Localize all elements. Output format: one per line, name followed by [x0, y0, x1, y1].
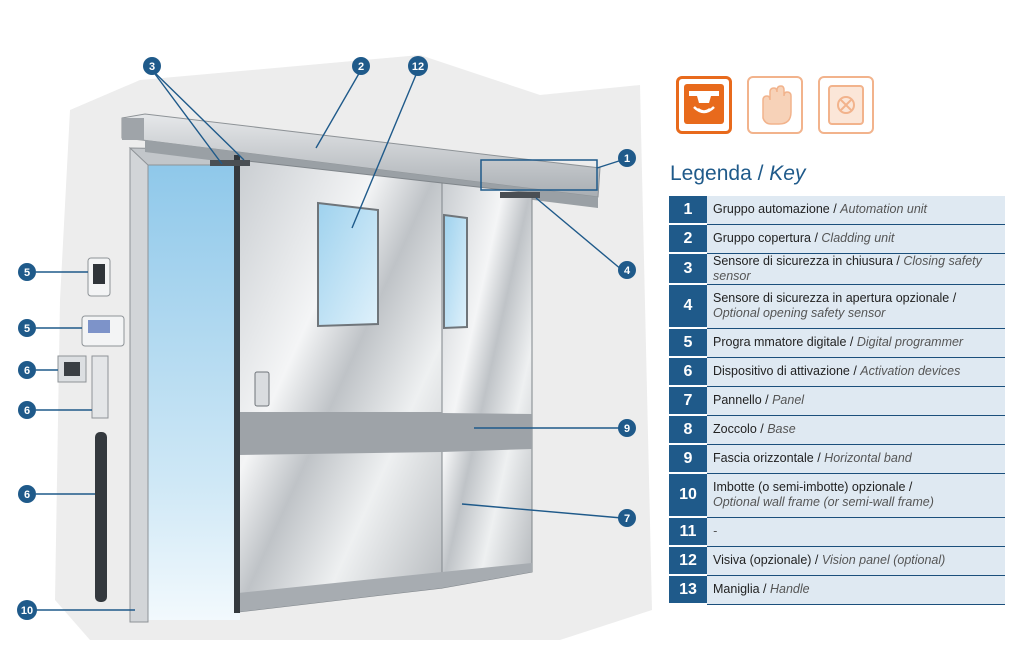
svg-text:5: 5 [24, 267, 30, 279]
callout-6c: 6 [18, 485, 36, 503]
svg-text:7: 7 [624, 513, 630, 525]
svg-text:6: 6 [24, 365, 30, 377]
svg-text:1: 1 [624, 153, 630, 165]
left-door-frame [129, 147, 149, 623]
callout-6b: 6 [18, 401, 36, 419]
svg-text:5: 5 [24, 323, 30, 335]
safe-lock-icon [818, 76, 874, 134]
presence-sensor-icon [676, 76, 732, 134]
callout-12: 12 [408, 56, 428, 76]
svg-text:6: 6 [24, 405, 30, 417]
svg-text:4: 4 [624, 265, 631, 277]
door-base [238, 572, 442, 612]
door-handle [254, 371, 270, 407]
callout-10: 10 [17, 600, 37, 620]
activation-button-tall [91, 355, 109, 419]
legend-row: 11- [669, 517, 1005, 547]
closing-sensor [210, 160, 250, 166]
callout-5a: 5 [18, 263, 36, 281]
svg-text:2: 2 [358, 61, 364, 73]
callout-5b: 5 [18, 319, 36, 337]
legend-title: Legenda / Key [670, 162, 806, 185]
svg-text:10: 10 [21, 605, 33, 617]
vision-panel [317, 201, 379, 328]
leader-lines [36, 69, 623, 611]
hand-touch-icon [747, 76, 803, 134]
callout-2: 2 [352, 57, 370, 75]
callout-3: 3 [143, 57, 161, 75]
callout-1: 1 [618, 149, 636, 167]
callout-9: 9 [618, 419, 636, 437]
svg-text:6: 6 [24, 489, 30, 501]
callout-7: 7 [618, 509, 636, 527]
callout-4: 4 [618, 261, 636, 279]
svg-text:3: 3 [149, 61, 155, 73]
svg-text:9: 9 [624, 423, 630, 435]
automation-unit-box [480, 159, 598, 191]
opening-sensor [500, 192, 540, 198]
callout-6a: 6 [18, 361, 36, 379]
doorway-opening [148, 165, 240, 620]
svg-text:12: 12 [412, 61, 424, 73]
activation-bar [95, 432, 107, 602]
horizontal-band [238, 412, 442, 455]
